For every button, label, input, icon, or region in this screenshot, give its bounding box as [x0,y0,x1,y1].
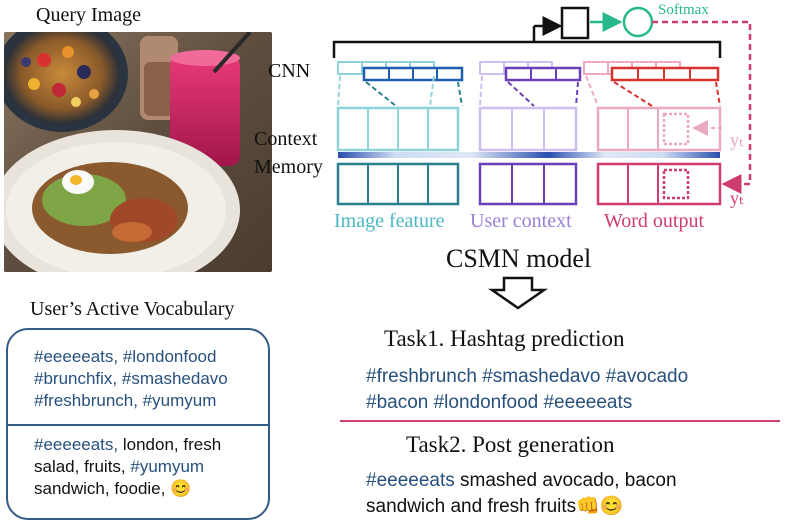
memory-image-cells [336,162,460,206]
context-user-cells [478,106,578,152]
softmax-label: Softmax [658,2,709,18]
task1-title: Task1. Hashtag prediction [384,326,625,351]
top-bracket [332,6,752,194]
memory-user-cells [478,162,578,206]
cnn-label: CNN [268,60,311,82]
yt-label-context: yₜ [730,130,745,150]
vocabulary-word-text: salad, fruits, [34,457,131,476]
vocabulary-word-line: sandwich, foodie, 😊 [34,479,192,498]
food-photo-illustration [4,32,272,272]
context-word-cells [596,106,722,152]
vocabulary-title: User’s Active Vocabulary [30,298,235,320]
user-context-label: User context [470,210,572,232]
vocabulary-word-hashtag: #yumyum [130,457,205,476]
task1-hashtag-line: #freshbrunch #smashedavo #avocado [366,366,689,387]
image-cnn-bar [337,61,464,82]
vocabulary-divider [6,424,270,426]
model-title: CSMN model [446,244,592,273]
query-photo [4,32,272,272]
down-arrow-icon [487,276,549,310]
task1-hashtags: #freshbrunch #smashedavo #avocado #bacon… [366,364,688,416]
task-divider [340,420,780,422]
word-cnn-bar [583,61,720,82]
context-label: Context [254,128,318,150]
user-cnn-bar [479,61,582,82]
task2-hashtag: #eeeeeats [366,470,455,491]
task2-post-line: #eeeeeats smashed avocado, bacon [366,468,677,494]
memory-attention-bar [338,152,720,158]
query-image-title: Query Image [36,4,141,26]
context-image-cells [336,106,460,152]
vocabulary-hashtag-line: #freshbrunch, #yumyum [34,391,217,410]
memory-word-cells [596,162,722,206]
vocabulary-hashtag-line: #eeeeeats, #londonfood [34,347,217,366]
task2-post: #eeeeeats smashed avocado, bacon sandwic… [366,468,677,520]
vocabulary-word-line: salad, fruits, #yumyum [34,456,221,478]
vocabulary-words: #eeeeeats, london, fresh salad, fruits, … [34,434,221,500]
task2-post-line: sandwich and fresh fruits👊😊 [366,496,624,517]
task1-hashtag-line: #bacon #londonfood #eeeeeats [366,392,633,413]
cnn-to-context-connectors [337,75,721,107]
vocabulary-hashtags: #eeeeeats, #londonfood #brunchfix, #smas… [34,346,228,412]
task2-title: Task2. Post generation [406,432,615,457]
word-output-label: Word output [604,210,705,232]
vocabulary-word-hashtag: #eeeeeats, [34,435,119,454]
yt-label-memory: yₜ [730,188,745,208]
memory-label: Memory [254,156,323,178]
vocabulary-hashtag-line: #brunchfix, #smashedavo [34,369,228,388]
vocabulary-word-line: #eeeeeats, london, fresh [34,434,221,456]
image-feature-label: Image feature [334,210,445,232]
task2-post-text: smashed avocado, bacon [454,470,677,491]
vocabulary-word-text: london, fresh [118,435,222,454]
